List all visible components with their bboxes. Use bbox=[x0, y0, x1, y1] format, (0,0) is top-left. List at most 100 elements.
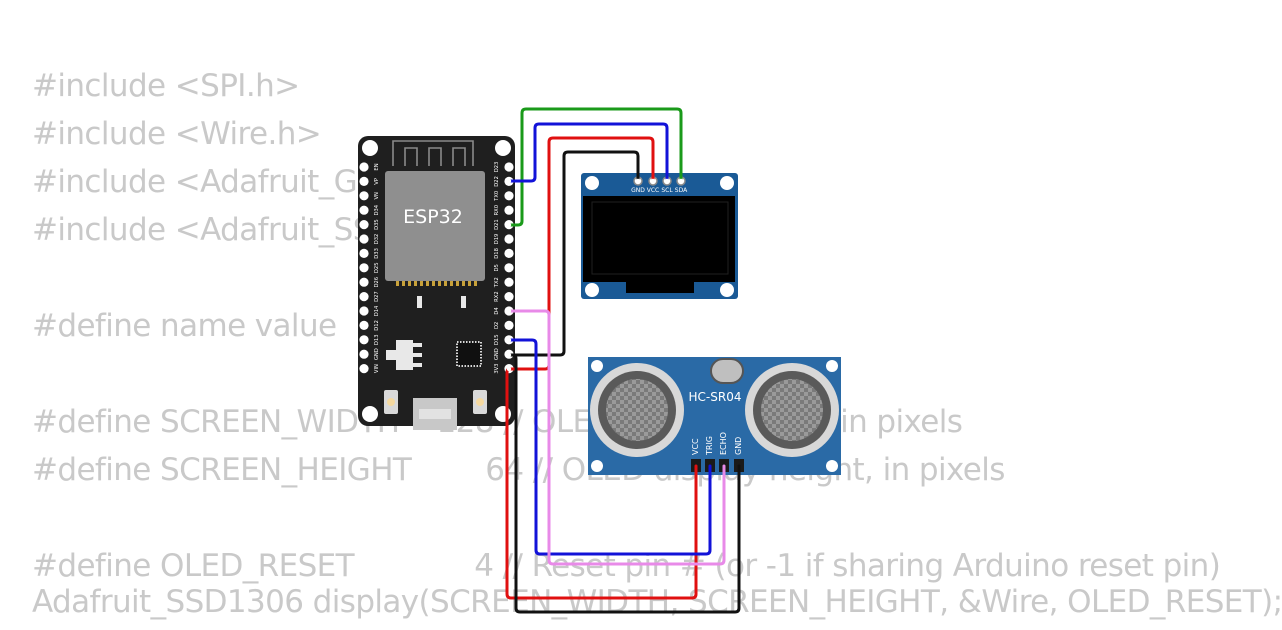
esp32-pin[interactable] bbox=[359, 220, 369, 230]
esp32-pin-label: EN bbox=[374, 163, 380, 170]
voltage-regulator-tab bbox=[386, 350, 396, 360]
esp32-pin[interactable] bbox=[359, 162, 369, 172]
esp32-right-pin-labels: D23D22TX0RX0D21D19D18D5TX2RX2D4D2D15GND3… bbox=[494, 162, 500, 374]
wire-sda-green bbox=[507, 107, 683, 227]
code-line: #include <SPI.h> bbox=[32, 68, 300, 104]
regulator-lead bbox=[413, 343, 422, 347]
boot-button-cap bbox=[387, 398, 395, 406]
esp32-pin-label: D25 bbox=[374, 262, 380, 273]
esp32-left-pin-header bbox=[359, 162, 369, 374]
esp32-pin-label: D18 bbox=[494, 248, 500, 259]
esp32-pin-label: D15 bbox=[494, 334, 500, 345]
en-button-cap bbox=[476, 398, 484, 406]
esp32-pin-label: D22 bbox=[494, 176, 500, 187]
hcsr04-pin-label: ECHO bbox=[719, 432, 728, 455]
module-pads bbox=[396, 281, 477, 286]
wire-end bbox=[506, 222, 512, 228]
esp32-pin[interactable] bbox=[359, 205, 369, 215]
code-line: #include <Wire.h> bbox=[32, 116, 322, 152]
wire-hc-gnd-black bbox=[507, 353, 741, 614]
esp32-pin-label: D27 bbox=[374, 291, 380, 302]
esp32-pin[interactable] bbox=[359, 248, 369, 258]
regulator-lead bbox=[413, 353, 422, 357]
module-pad bbox=[402, 281, 405, 286]
esp32-pin[interactable] bbox=[359, 292, 369, 302]
oled-pin-label: VCC bbox=[647, 187, 659, 194]
esp32-pin[interactable] bbox=[359, 320, 369, 330]
code-line: #include <Adafruit_GF bbox=[32, 164, 375, 200]
voltage-regulator bbox=[396, 340, 413, 370]
esp32-pin[interactable] bbox=[504, 162, 514, 172]
esp32-board[interactable]: ESP32 ENVPVND34D35D32D33D25D26D27D14D12D… bbox=[358, 136, 515, 430]
esp32-pin[interactable] bbox=[504, 320, 514, 330]
esp32-pin-label: D26 bbox=[374, 277, 380, 288]
wire-end bbox=[506, 366, 512, 372]
code-line: #define name value bbox=[32, 308, 337, 344]
hcsr04-pin-labels: VCC TRIG ECHO GND bbox=[691, 432, 743, 456]
crystal-oscillator bbox=[710, 358, 744, 384]
esp32-pin-label: 3V3 bbox=[494, 364, 500, 374]
wire-hc-echo-violet bbox=[507, 309, 726, 566]
esp32-pin[interactable] bbox=[504, 234, 514, 244]
esp32-pin[interactable] bbox=[359, 277, 369, 287]
esp32-pin[interactable] bbox=[359, 191, 369, 201]
code-line: Adafruit_SSD1306 display(SCREEN_WIDTH, S… bbox=[32, 584, 1282, 620]
esp32-pin[interactable] bbox=[359, 364, 369, 374]
wire-end bbox=[506, 308, 512, 314]
hcsr04-pin-label: VCC bbox=[691, 438, 700, 455]
esp32-left-pin-labels: ENVPVND34D35D32D33D25D26D27D14D12D13GNDV… bbox=[374, 163, 380, 373]
module-pad bbox=[444, 281, 447, 286]
micro-usb-opening bbox=[419, 409, 451, 419]
esp32-pin-label: D13 bbox=[374, 334, 380, 345]
module-pad bbox=[426, 281, 429, 286]
wire-end bbox=[678, 178, 684, 184]
mount-hole bbox=[495, 140, 511, 156]
esp32-pin-label: RX0 bbox=[494, 205, 500, 215]
usb-uart-chip bbox=[456, 341, 482, 367]
wire-end bbox=[650, 178, 656, 184]
wire-gnd-black bbox=[507, 150, 640, 357]
esp32-pin[interactable] bbox=[359, 263, 369, 273]
esp32-pin[interactable] bbox=[359, 349, 369, 359]
esp32-pin[interactable] bbox=[504, 277, 514, 287]
oled-pin-label: GND bbox=[631, 187, 645, 194]
smd-part bbox=[417, 296, 422, 308]
esp32-pin-label: D23 bbox=[494, 162, 500, 173]
esp32-pin[interactable] bbox=[504, 191, 514, 201]
antenna-trace bbox=[392, 140, 474, 166]
mount-hole bbox=[362, 140, 378, 156]
wire-end bbox=[506, 352, 512, 358]
module-pad bbox=[432, 281, 435, 286]
esp32-pin[interactable] bbox=[359, 306, 369, 316]
wire-end bbox=[664, 178, 670, 184]
module-pad bbox=[468, 281, 471, 286]
mount-hole bbox=[585, 283, 599, 297]
wire-hc-trig-blue bbox=[507, 338, 712, 556]
esp32-pin[interactable] bbox=[504, 248, 514, 258]
mount-hole bbox=[826, 460, 838, 472]
esp32-module bbox=[385, 171, 485, 281]
esp32-pin-label: VIN bbox=[374, 364, 380, 373]
esp32-pin-label: GND bbox=[374, 348, 380, 360]
oled-screen bbox=[591, 201, 729, 275]
module-pad bbox=[438, 281, 441, 286]
esp32-pin[interactable] bbox=[504, 205, 514, 215]
regulator-lead bbox=[413, 363, 422, 367]
esp32-pin[interactable] bbox=[359, 335, 369, 345]
esp32-pin-label: D21 bbox=[494, 219, 500, 230]
esp32-pin-label: D14 bbox=[374, 305, 380, 316]
wire-end bbox=[506, 337, 512, 343]
wire-end bbox=[506, 178, 512, 184]
esp32-pin[interactable] bbox=[359, 176, 369, 186]
esp32-pin-label: D35 bbox=[374, 219, 380, 230]
hcsr04-pin-label: GND bbox=[734, 437, 743, 455]
esp32-pin[interactable] bbox=[504, 292, 514, 302]
esp32-pin-label: D5 bbox=[494, 264, 500, 271]
mount-hole bbox=[591, 460, 603, 472]
hcsr04-pin-label: TRIG bbox=[705, 436, 714, 456]
esp32-pin[interactable] bbox=[504, 263, 514, 273]
esp32-pin[interactable] bbox=[359, 234, 369, 244]
